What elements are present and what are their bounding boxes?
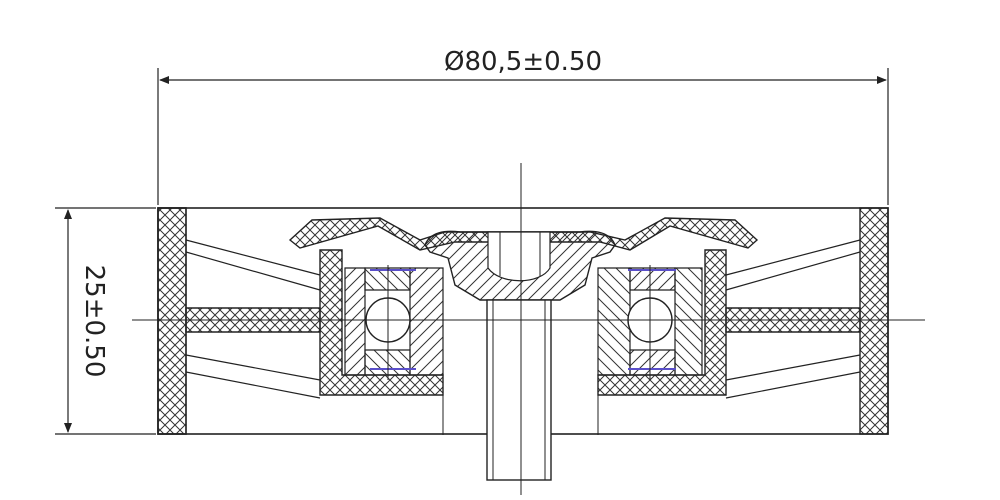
bearing-left xyxy=(344,267,444,376)
rib-lines xyxy=(185,239,861,399)
centerlines xyxy=(132,163,925,495)
width-label: 25±0.50 xyxy=(79,265,109,378)
diameter-dimension xyxy=(157,68,889,205)
width-dimension xyxy=(55,207,156,435)
right-rim-wall xyxy=(859,207,889,435)
diameter-label: Ø80,5±0.50 xyxy=(444,47,602,77)
center-washer xyxy=(424,230,616,301)
bolt-shank xyxy=(486,299,552,481)
left-rim-wall xyxy=(157,207,187,435)
